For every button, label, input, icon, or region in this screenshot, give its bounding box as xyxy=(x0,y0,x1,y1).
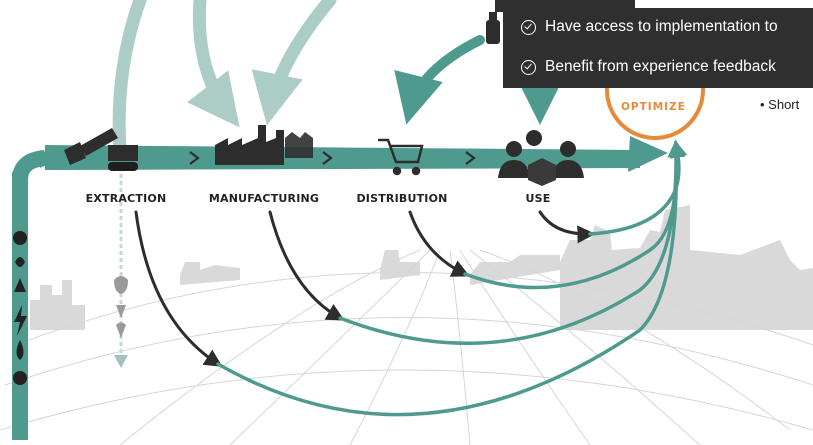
tree-icon xyxy=(14,278,26,292)
recycle-icons xyxy=(114,276,128,338)
stage-label-use: USE xyxy=(525,192,551,205)
water-drop-icon xyxy=(16,340,24,360)
main-flow-band xyxy=(45,136,668,172)
check-circle-icon xyxy=(521,59,536,75)
basketball-icon xyxy=(13,371,27,385)
stage-label-extraction: EXTRACTION xyxy=(85,192,167,205)
apple-icon xyxy=(13,231,27,245)
recycle-arrowhead xyxy=(114,355,128,368)
teal-return-loops xyxy=(216,139,688,417)
factory-icon xyxy=(215,125,313,165)
excavator-icon xyxy=(64,128,138,171)
resource-icons xyxy=(13,231,27,385)
optimize-label: OPTIMIZE xyxy=(621,101,686,113)
check-circle-icon xyxy=(521,19,536,35)
benefit-text: Have access to implementation to xyxy=(545,18,778,35)
background-arrows xyxy=(112,0,337,157)
benefit-text: Benefit from experience feedback xyxy=(545,58,776,75)
fish-icon xyxy=(15,257,25,267)
bottle-icon xyxy=(486,12,500,44)
lightning-icon xyxy=(14,305,27,336)
benefit-item: Benefit from experience feedback xyxy=(521,52,776,82)
stage-chevrons xyxy=(189,151,476,165)
shopping-cart-icon xyxy=(378,138,424,176)
benefit-panel: Have access to implementation to Benefit… xyxy=(503,8,813,88)
people-icon xyxy=(498,130,584,186)
bullet-text: • Short xyxy=(760,97,800,112)
stage-label-distribution: DISTRIBUTION xyxy=(356,192,448,205)
stage-label-manufacturing: MANUFACTURING xyxy=(208,192,320,205)
dark-return-arrows xyxy=(134,210,596,367)
benefit-item: Have access to implementation to xyxy=(521,12,778,42)
